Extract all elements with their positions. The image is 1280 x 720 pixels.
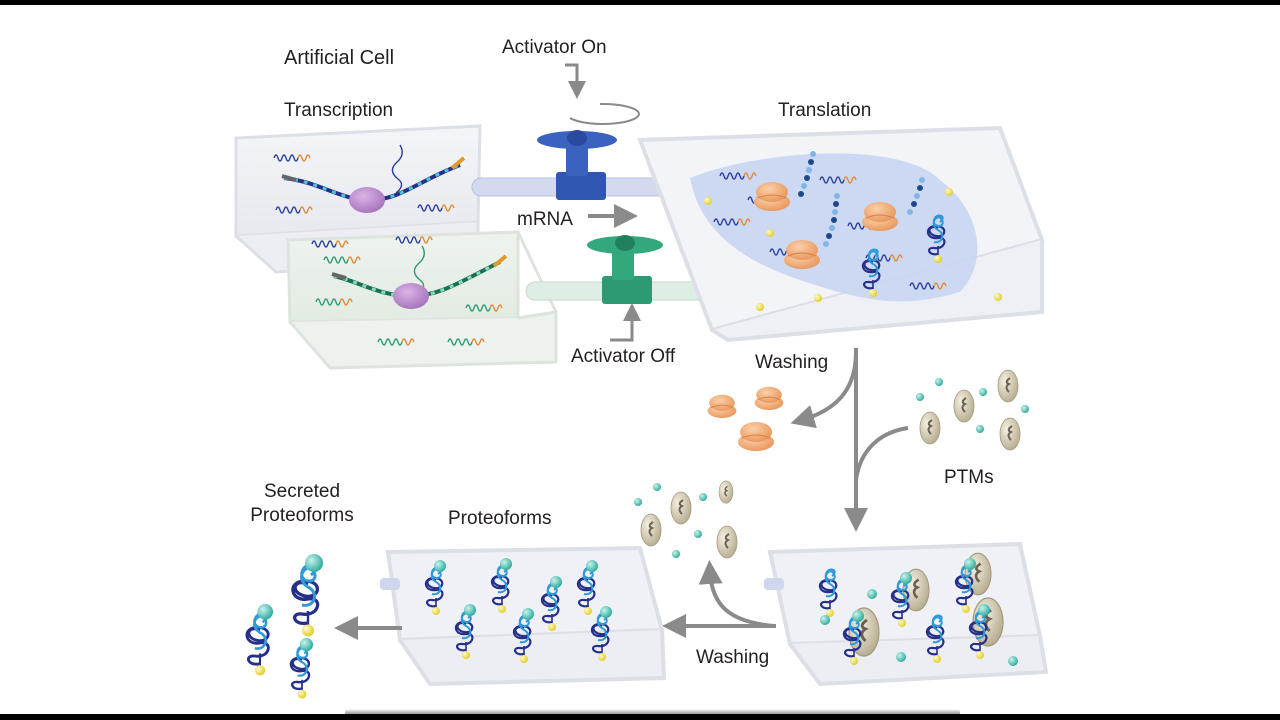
washed-ribosomes — [707, 386, 784, 452]
diagram-title: Artificial Cell — [284, 47, 395, 69]
washing-top-arrow — [790, 351, 858, 429]
ptm-removal-arrow — [698, 560, 775, 628]
label-proteoforms: Proteoforms — [448, 508, 552, 529]
label-secreted-line1: Secreted — [263, 481, 341, 502]
label-ptms: PTMs — [944, 467, 994, 488]
label-secreted-line2: Proteoforms — [250, 505, 354, 526]
activator-off-valve[interactable] — [525, 235, 715, 304]
label-washing-top: Washing — [755, 352, 829, 373]
ptm-merge-arrow — [854, 426, 909, 481]
activator-on-valve[interactable] — [471, 130, 693, 200]
label-mrna: mRNA — [517, 209, 573, 230]
proteoforms-chamber — [380, 545, 667, 687]
activator-off-arrow — [610, 303, 641, 342]
rotate-arrow-icon — [569, 102, 640, 125]
label-washing-bottom: Washing — [696, 647, 770, 668]
transcription-chamber-off — [286, 230, 558, 370]
video-progress-bar[interactable] — [345, 709, 960, 714]
label-activator-on: Activator On — [502, 37, 607, 58]
diagram-graphics — [234, 63, 1049, 714]
ptm-chamber — [764, 541, 1049, 687]
label-transcription: Transcription — [284, 100, 394, 121]
secreted-proteoforms — [247, 554, 323, 699]
translation-chamber — [637, 125, 1045, 343]
rna-polymerase-icon — [393, 283, 429, 309]
ptm-cluster — [916, 369, 1029, 451]
rna-polymerase-icon — [349, 187, 385, 213]
diagram-canvas: Artificial Cell Activator On Transcripti… — [0, 5, 1280, 714]
label-activator-off: Activator Off — [571, 346, 676, 367]
washed-ptm-reagents — [634, 480, 738, 559]
label-secreted-proteoforms: Secreted Proteoforms — [246, 480, 358, 528]
label-translation: Translation — [778, 100, 872, 121]
activator-on-arrow — [565, 63, 586, 99]
